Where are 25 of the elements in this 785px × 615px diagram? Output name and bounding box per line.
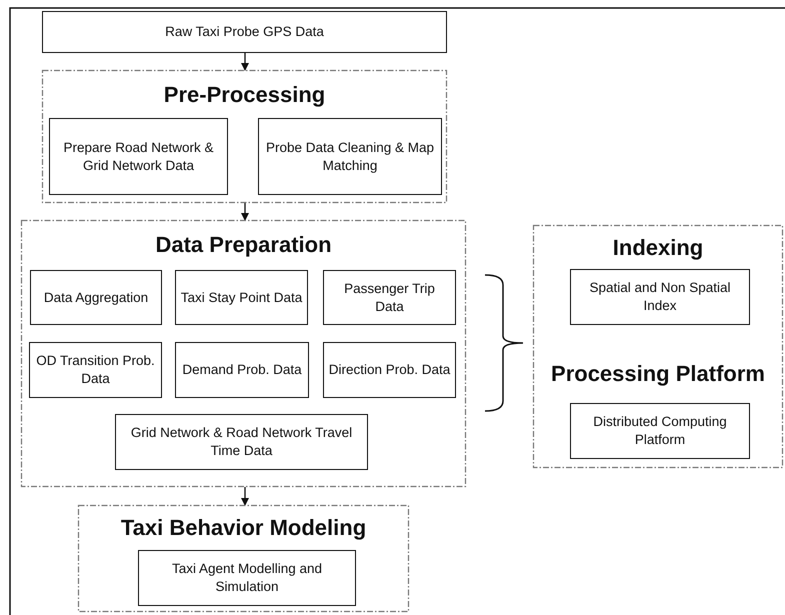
group-heading: Pre-Processing (162, 82, 326, 108)
process-box: Data Aggregation (30, 270, 162, 325)
group-frame (533, 225, 783, 468)
group-heading: Data Preparation (154, 232, 333, 258)
process-box: Taxi Agent Modelling and Simulation (138, 550, 356, 606)
group-frame (42, 70, 447, 203)
arrow (241, 487, 249, 506)
process-box: Demand Prob. Data (175, 342, 309, 398)
group-heading: Indexing (612, 235, 704, 261)
process-box: Taxi Stay Point Data (175, 270, 308, 325)
process-box: Grid Network & Road Network Travel Time Data (115, 414, 368, 470)
process-box: Direction Prob. Data (323, 342, 456, 398)
group-heading: Processing Platform (550, 361, 766, 387)
group-frame (21, 220, 466, 487)
group-frame (78, 505, 409, 612)
process-box: Raw Taxi Probe GPS Data (42, 11, 447, 53)
process-box: Prepare Road Network & Grid Network Data (49, 118, 228, 195)
process-box: Distributed Computing Platform (570, 403, 750, 459)
arrow (241, 53, 249, 71)
group-heading: Taxi Behavior Modeling (120, 515, 368, 541)
process-box: Passenger Trip Data (323, 270, 456, 325)
process-box: Probe Data Cleaning & Map Matching (258, 118, 442, 195)
arrow (241, 203, 249, 221)
process-box: Spatial and Non Spatial Index (570, 269, 750, 325)
process-box: OD Transition Prob. Data (29, 342, 162, 398)
